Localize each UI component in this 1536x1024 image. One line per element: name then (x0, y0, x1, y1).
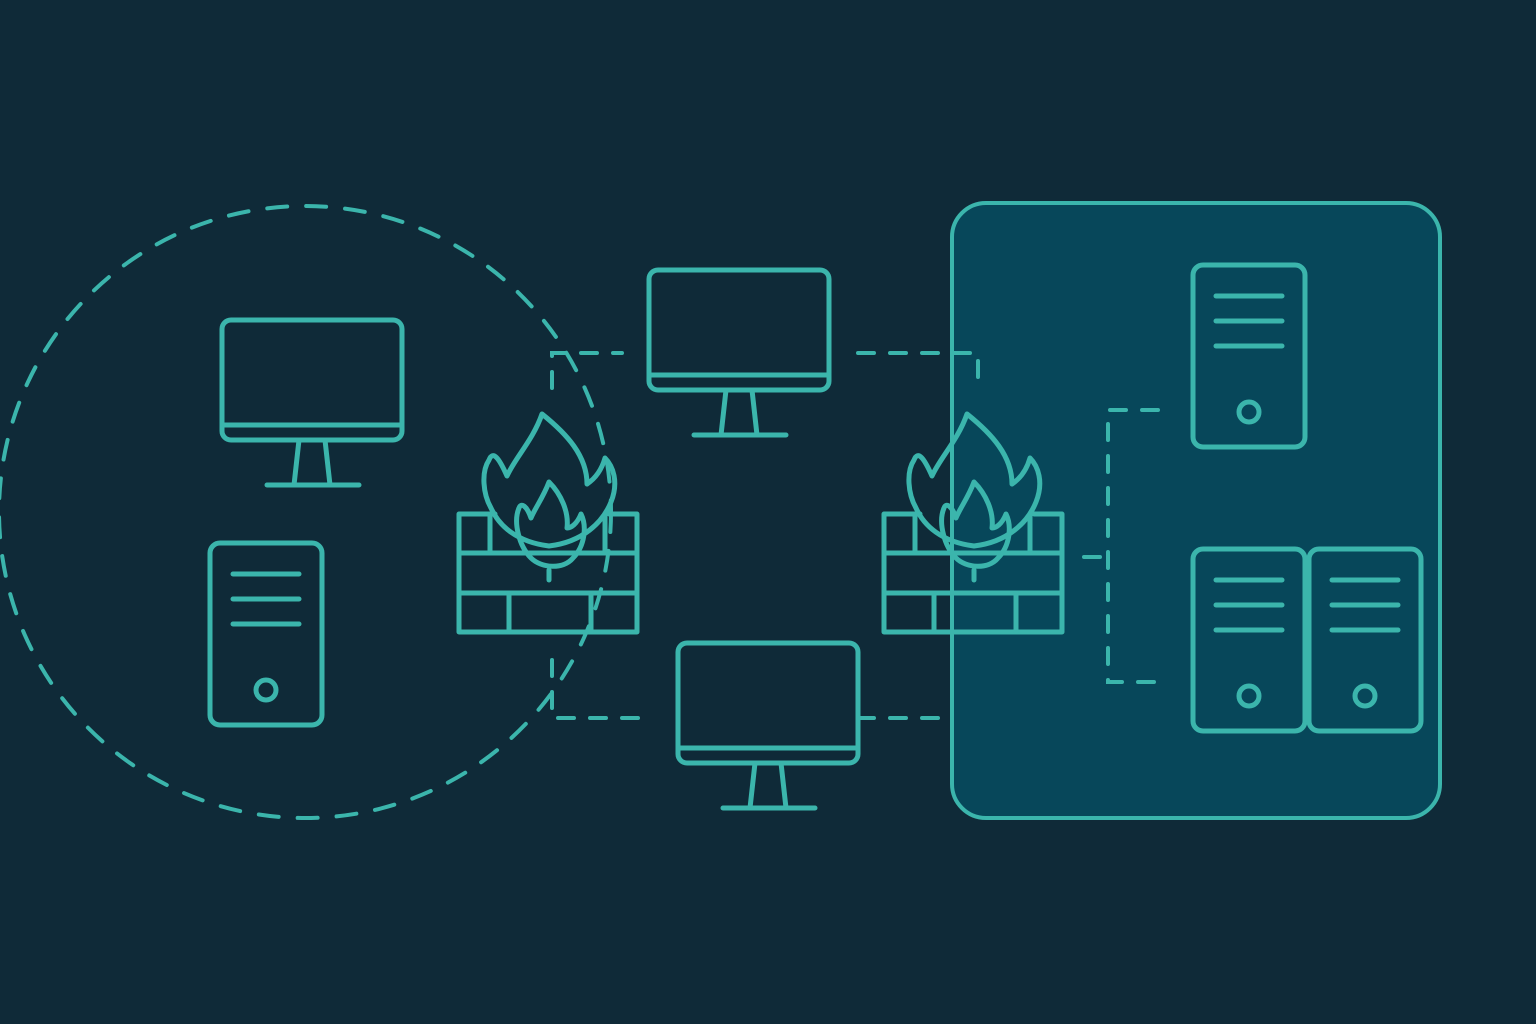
connector-lines (550, 351, 1160, 720)
connector-monitor-bottom-fw2 (856, 658, 954, 720)
connector-monitor-top-fw2 (856, 351, 980, 394)
connector-fw1-monitor-top (550, 351, 624, 390)
